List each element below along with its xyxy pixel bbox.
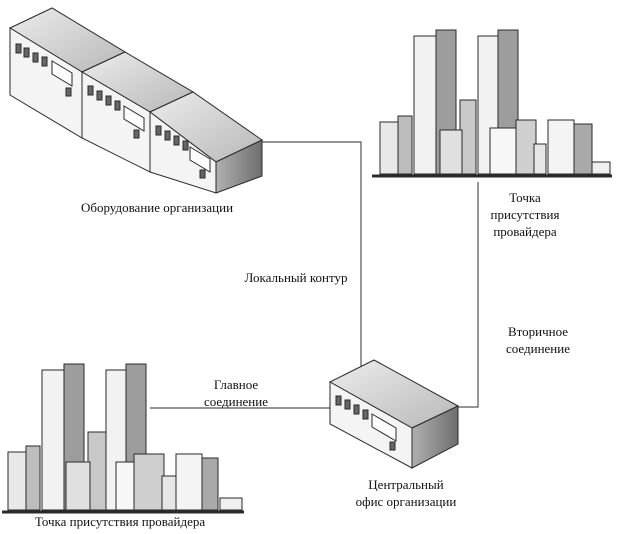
local-loop-line	[262, 141, 362, 366]
primary-connection-label: Главное соединение	[203, 377, 268, 409]
provider-pop-city-icon	[372, 29, 612, 178]
equipment-label: Оборудование организации	[80, 200, 234, 215]
secondary-connection-line	[458, 182, 479, 408]
server-cabinet-icon	[80, 51, 195, 173]
organization-equipment	[8, 7, 263, 194]
pop-top-label: Точка присутствия провайдера	[490, 190, 560, 239]
central-office-server-icon	[328, 359, 460, 469]
provider-pop-city-icon	[2, 363, 244, 514]
pop-bottom-label: Точка присутствия провайдера	[34, 514, 206, 529]
connections	[150, 141, 479, 409]
local-loop-label: Локальный контур	[244, 270, 348, 285]
secondary-connection-label: Вторичное соединение	[505, 324, 570, 356]
central-office-label: Центральный офис организации	[355, 477, 457, 509]
server-cabinet-icon	[149, 91, 263, 194]
